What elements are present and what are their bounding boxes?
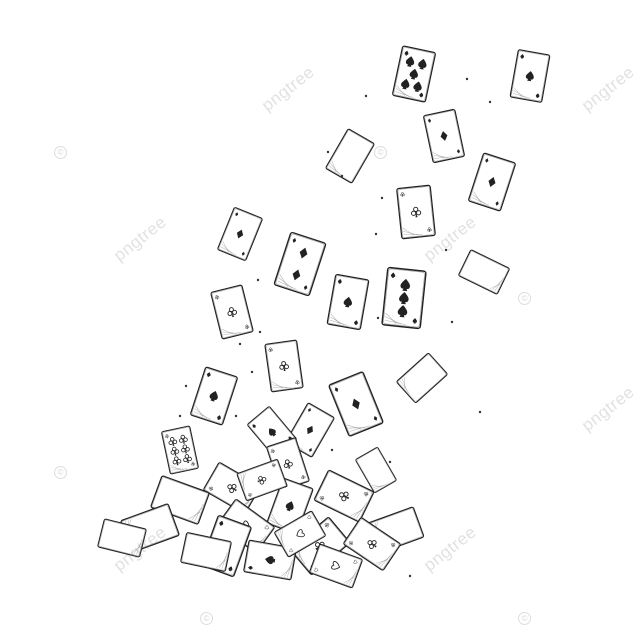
copyright-icon: ©: [518, 292, 531, 305]
speck: [478, 410, 482, 414]
copyright-icon: ©: [54, 146, 67, 159]
speck: [256, 278, 260, 282]
playing-card: [236, 458, 288, 502]
playing-card: [391, 45, 437, 103]
playing-card: [395, 352, 449, 404]
speck: [488, 100, 492, 104]
playing-card: [509, 48, 551, 104]
playing-card: [324, 128, 376, 184]
playing-card: [97, 518, 147, 558]
speck: [238, 342, 242, 346]
playing-card: [149, 474, 211, 526]
playing-card: [381, 266, 427, 330]
playing-card: [457, 249, 511, 295]
speck: [376, 316, 380, 320]
speck: [330, 448, 334, 452]
cards-layer: [97, 45, 551, 589]
playing-card: [396, 184, 436, 240]
speck: [250, 370, 254, 374]
speck: [374, 232, 378, 236]
speck: [258, 330, 262, 334]
playing-card: [210, 284, 254, 340]
speck: [408, 574, 412, 578]
playing-card: [308, 543, 364, 589]
speck: [380, 196, 384, 200]
speck: [326, 150, 330, 154]
speck-layer: [178, 77, 492, 578]
speck: [444, 248, 448, 252]
speck: [450, 320, 454, 324]
playing-card: [327, 370, 385, 438]
copyright-icon: ©: [374, 146, 387, 159]
playing-card: [189, 366, 239, 426]
playing-card: [179, 531, 233, 573]
playing-card: [273, 510, 327, 558]
playing-card: [342, 516, 402, 572]
playing-card: [354, 446, 398, 494]
speck: [340, 174, 344, 178]
playing-card: [326, 273, 370, 331]
copyright-icon: ©: [54, 466, 67, 479]
playing-card: [216, 206, 264, 262]
speck: [388, 460, 392, 464]
speck: [364, 94, 368, 98]
speck: [465, 77, 469, 81]
speck: [234, 414, 238, 418]
copyright-icon: ©: [518, 612, 531, 625]
playing-card: [242, 539, 298, 581]
playing-card: [160, 425, 200, 475]
playing-card: [313, 469, 375, 523]
copyright-icon: ©: [200, 612, 213, 625]
speck: [178, 414, 182, 418]
playing-card: [264, 339, 304, 393]
playing-card: [422, 108, 466, 164]
speck: [184, 384, 188, 388]
playing-card: [273, 231, 327, 297]
playing-card: [467, 152, 517, 212]
